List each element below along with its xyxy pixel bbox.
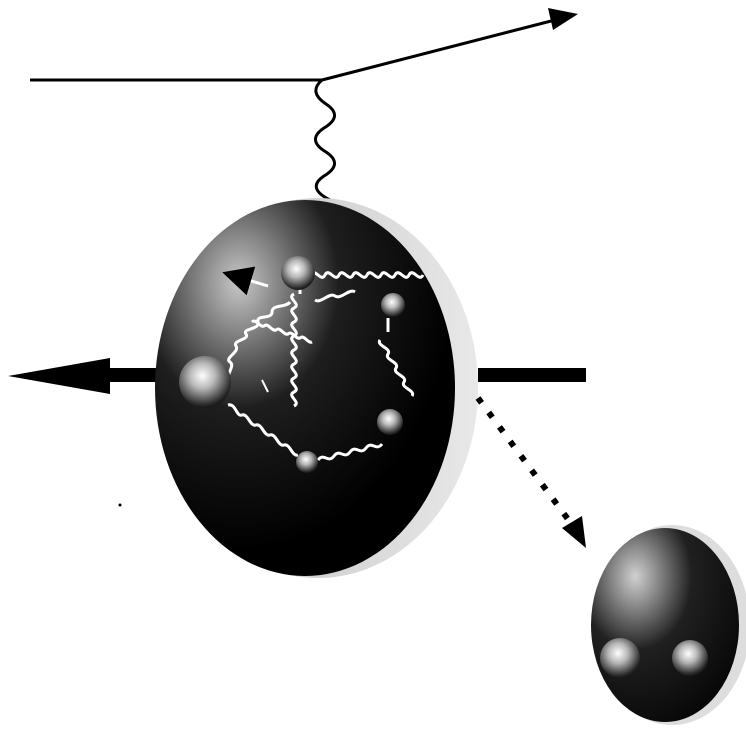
- quark-sphere: [179, 356, 231, 408]
- quark-sphere: [281, 256, 315, 290]
- meson-quark-sphere: [600, 638, 640, 678]
- nucleon-spin-axis-arrowhead: [8, 358, 110, 394]
- scattered-lepton-line: [322, 20, 555, 80]
- quark-sphere: [377, 409, 403, 435]
- scattered-lepton-arrowhead: [548, 8, 578, 30]
- quark-sphere: [296, 451, 318, 473]
- nucleon-spin-axis-right-bar: [478, 368, 586, 382]
- meson-antiquark-sphere: [672, 640, 708, 676]
- meson-hadron: [591, 528, 739, 722]
- quark-sphere: [381, 293, 405, 317]
- fragment-dotted-arrowhead: [562, 516, 586, 548]
- fragment-dotted-arrow: [478, 398, 576, 530]
- stray-dot: [119, 504, 122, 507]
